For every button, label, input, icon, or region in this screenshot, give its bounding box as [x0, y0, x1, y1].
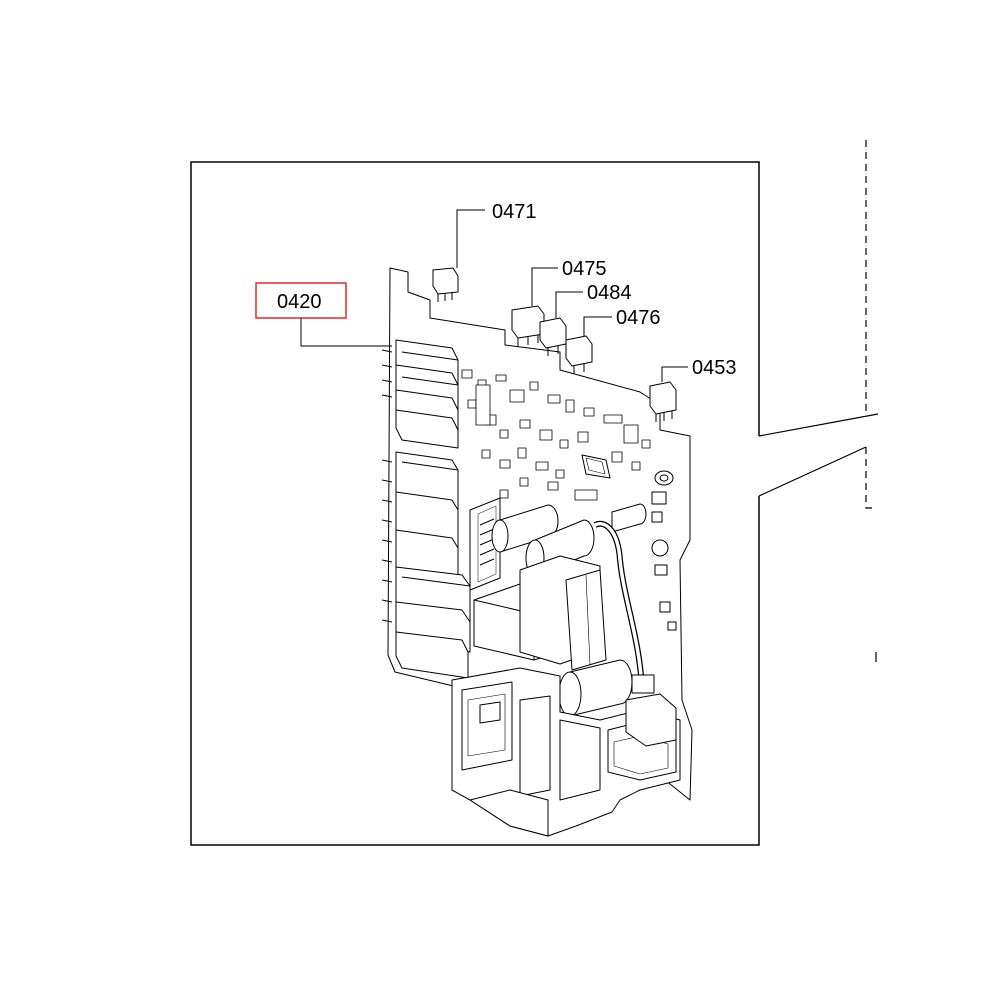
- board-housing: [451, 667, 681, 837]
- relay-stack-small: [395, 339, 459, 449]
- highlight-box: [255, 282, 347, 319]
- connector-0475: [511, 305, 545, 346]
- microcontroller-chip: [581, 454, 611, 479]
- leader-0484: [555, 291, 583, 318]
- parent-view-connector: [758, 140, 879, 662]
- relay-stack-large: [395, 451, 471, 679]
- connector-0471: [432, 267, 459, 302]
- control-board-illustration: [381, 267, 693, 837]
- leader-0420: [300, 318, 392, 347]
- leader-lines: [300, 209, 688, 382]
- power-module: [473, 555, 607, 671]
- connector-0476: [565, 335, 593, 374]
- callout-0484[interactable]: 0484: [587, 282, 632, 304]
- leader-0475: [531, 267, 558, 306]
- detail-frame: [190, 161, 760, 846]
- leader-0453: [661, 366, 688, 382]
- callout-0420[interactable]: 0420: [277, 291, 322, 313]
- callout-0476[interactable]: 0476: [616, 307, 661, 329]
- cable: [593, 520, 655, 694]
- smd-components: [461, 369, 651, 501]
- callout-0475[interactable]: 0475: [562, 258, 607, 280]
- connector-0453: [649, 381, 677, 422]
- leader-0471: [456, 209, 485, 268]
- leader-0476: [583, 316, 612, 336]
- callout-0471[interactable]: 0471: [492, 201, 537, 223]
- transformer: [469, 497, 501, 591]
- edge-pins: [381, 349, 393, 623]
- trim-component: [651, 470, 677, 631]
- callout-0453[interactable]: 0453: [692, 357, 737, 379]
